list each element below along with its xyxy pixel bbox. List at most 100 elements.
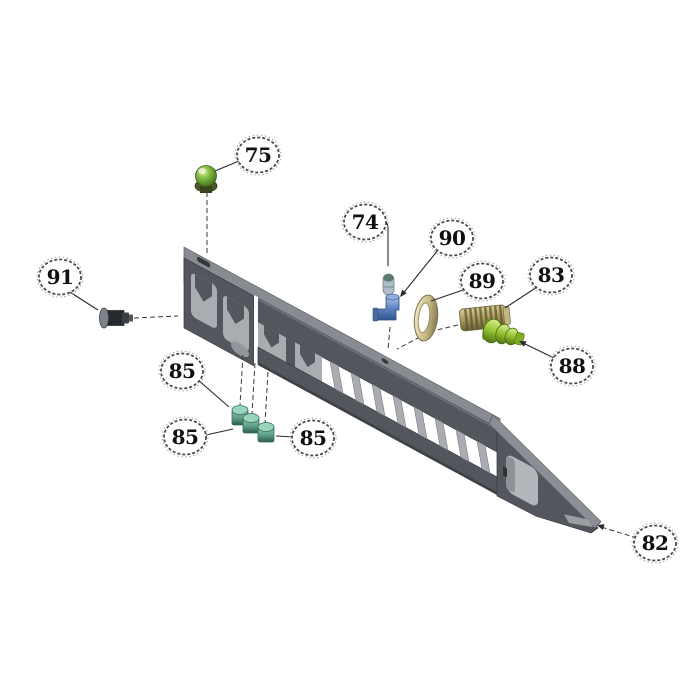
part-91-plug-bolt	[99, 307, 133, 329]
leader-85-1	[196, 378, 230, 408]
rail-rung	[329, 360, 344, 394]
callout-85-left: 85	[161, 416, 209, 458]
rail-hook-4	[300, 344, 315, 368]
axis-85-2	[251, 362, 256, 415]
elbow-body	[374, 296, 400, 321]
arrowhead-82	[597, 524, 605, 530]
knurl-ridges	[463, 305, 504, 331]
callout-74: 74	[341, 201, 389, 243]
leader-85-2	[205, 428, 234, 436]
callout-ring	[430, 219, 474, 257]
ring-bore	[417, 302, 431, 334]
part-90-elbow-fitting	[372, 293, 400, 322]
axis-83	[423, 324, 459, 334]
leader-82	[600, 526, 638, 539]
callout-ring	[236, 136, 280, 174]
callout-ring	[38, 258, 82, 296]
rail-rung	[455, 429, 470, 463]
plug-collar	[122, 312, 129, 324]
callout-85-right: 85	[289, 417, 337, 459]
rail-top-slot	[197, 256, 210, 268]
callout-83: 83	[527, 254, 575, 296]
part-75-ball-detent	[194, 165, 218, 193]
callout-label: 89	[469, 269, 496, 293]
callout-label: 75	[245, 143, 272, 167]
rail-truss-rungs	[329, 360, 491, 474]
rail-tip-strip	[564, 514, 593, 528]
leader-lines	[69, 160, 638, 539]
cap-top	[231, 405, 249, 415]
callout-sketch-ring	[631, 522, 679, 564]
callout-89: 89	[458, 260, 506, 302]
callout-label: 82	[642, 531, 669, 555]
ball-highlight	[198, 168, 206, 174]
leader-85-3	[275, 435, 295, 438]
callout-sketch-ring	[289, 417, 337, 459]
callout-sketch-ring	[161, 416, 209, 458]
axis-90	[387, 326, 391, 351]
callout-ring	[529, 256, 573, 294]
part-88-barb-fitting	[482, 318, 525, 346]
cap-top	[242, 413, 260, 423]
callout-sketch-ring	[234, 134, 282, 176]
callout-label: 83	[538, 263, 565, 287]
rail-lower-lip	[258, 362, 500, 497]
rail-rung	[434, 417, 449, 451]
callout-sketch-ring	[527, 254, 575, 296]
rail-window-latch	[503, 466, 507, 478]
axis-91	[133, 315, 179, 319]
rail-flange-highlight	[184, 258, 500, 432]
leader-83	[504, 286, 538, 309]
elbow-top-port	[385, 293, 400, 301]
callout-ring	[291, 419, 335, 457]
axis-89	[396, 336, 421, 350]
callout-85-top: 85	[158, 350, 206, 392]
leader-90	[400, 249, 439, 297]
callout-label: 85	[172, 425, 199, 449]
leader-91	[69, 291, 99, 311]
callout-ring	[460, 262, 504, 300]
plug-flange	[99, 307, 109, 329]
callout-90: 90	[428, 217, 476, 259]
axis-85-3	[264, 371, 269, 424]
callout-sketch-ring	[158, 350, 206, 392]
rail-joint-gap	[254, 295, 258, 372]
leader-75	[214, 160, 240, 172]
rail-hook-1	[195, 273, 212, 302]
leader-88	[520, 341, 555, 359]
callout-82: 82	[631, 522, 679, 564]
callout-75: 75	[234, 134, 282, 176]
green-ball	[195, 165, 217, 187]
leader-89	[430, 289, 464, 302]
rail-wedge-top	[488, 414, 602, 529]
part-85-cap-2	[242, 413, 260, 434]
plug-tip	[129, 314, 133, 322]
rail-tab	[231, 341, 249, 358]
rail-rung	[392, 394, 407, 429]
callouts: 75 74 90 89 83 88 91	[36, 134, 679, 564]
insert-cap	[383, 274, 394, 282]
callout-sketch-ring	[428, 217, 476, 259]
callout-88: 88	[548, 345, 596, 387]
callout-ring	[633, 524, 677, 562]
callout-sketch-ring	[548, 345, 596, 387]
ball-mount-base	[200, 186, 212, 193]
callout-ring	[550, 347, 594, 385]
elbow-side-port	[372, 307, 379, 322]
callout-sketch-ring	[341, 201, 389, 243]
cap-top	[257, 422, 275, 432]
part-74-insert-fitting	[382, 273, 395, 296]
part-85-cap-3	[257, 422, 275, 443]
callout-sketch-ring	[36, 256, 84, 298]
rail-rung	[476, 440, 491, 474]
callout-sketch-ring	[458, 260, 506, 302]
rail-hook-3	[264, 325, 279, 348]
arrowhead-90	[400, 289, 407, 297]
callout-ring	[160, 352, 204, 390]
rail-top-hole	[381, 358, 389, 364]
axis-85-1	[239, 354, 244, 406]
rail-window-shade	[506, 456, 515, 493]
rail-panel-post	[286, 337, 295, 368]
